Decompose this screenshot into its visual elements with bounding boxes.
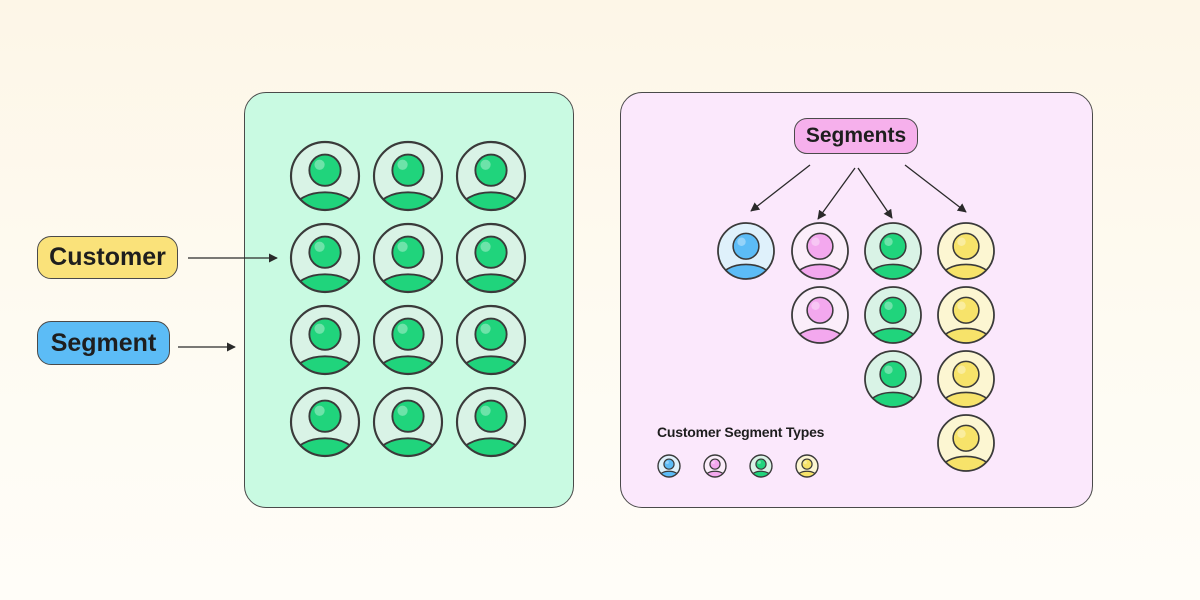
segments-arrow-pink bbox=[817, 167, 856, 220]
green-segment-avatar-icon bbox=[864, 222, 922, 280]
customer-avatar-icon bbox=[289, 140, 361, 212]
customer-avatar-icon bbox=[289, 304, 361, 376]
legend-title: Customer Segment Types bbox=[657, 424, 825, 440]
green-segment-avatar-icon bbox=[864, 350, 922, 408]
green-legend-avatar-icon bbox=[749, 454, 773, 478]
yellow-segment-avatar-icon bbox=[937, 286, 995, 344]
yellow-legend-avatar-icon bbox=[795, 454, 819, 478]
customer-avatar-icon bbox=[455, 140, 527, 212]
green-segment-avatar-icon bbox=[864, 286, 922, 344]
segments-arrow-green bbox=[857, 167, 893, 219]
customer-avatar-icon bbox=[455, 304, 527, 376]
arrows bbox=[178, 164, 967, 352]
customer-avatar-icon bbox=[372, 386, 444, 458]
pink-legend-avatar-icon bbox=[703, 454, 727, 478]
customer-avatar-icon bbox=[455, 222, 527, 294]
segments-label: Segments bbox=[794, 118, 918, 154]
pink-segment-avatar-icon bbox=[791, 222, 849, 280]
segment-label: Segment bbox=[37, 321, 170, 365]
customer-avatar-icon bbox=[372, 304, 444, 376]
segments-arrow-yellow bbox=[904, 164, 967, 213]
yellow-segment-avatar-icon bbox=[937, 222, 995, 280]
customer-avatar-icon bbox=[455, 386, 527, 458]
segments-panel bbox=[620, 92, 1093, 508]
yellow-segment-avatar-icon bbox=[937, 350, 995, 408]
avatar-icons bbox=[289, 140, 995, 478]
segments-arrow-blue bbox=[750, 164, 811, 212]
customer-avatar-icon bbox=[289, 222, 361, 294]
customer-avatar-icon bbox=[372, 222, 444, 294]
customer-label: Customer bbox=[37, 236, 178, 279]
customer-avatar-icon bbox=[289, 386, 361, 458]
pink-segment-avatar-icon bbox=[791, 286, 849, 344]
yellow-segment-avatar-icon bbox=[937, 414, 995, 472]
customer-avatar-icon bbox=[372, 140, 444, 212]
blue-segment-avatar-icon bbox=[717, 222, 775, 280]
blue-legend-avatar-icon bbox=[657, 454, 681, 478]
